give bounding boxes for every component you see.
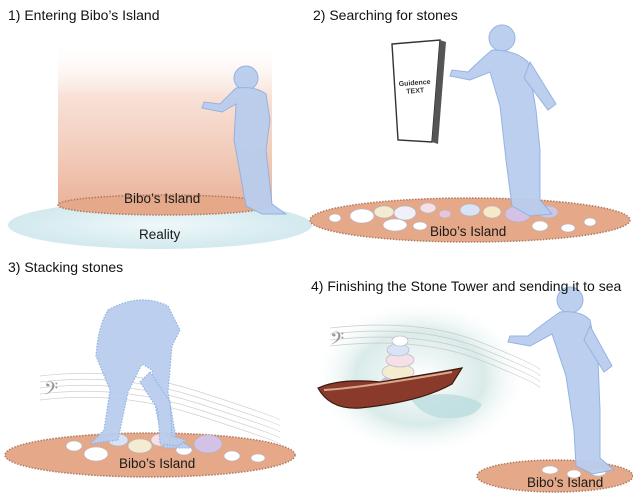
caption-panel-3: 3) Stacking stones: [8, 259, 124, 275]
svg-text:𝄢: 𝄢: [330, 329, 344, 354]
reality-label: Reality: [139, 227, 181, 242]
island-label-panel-2: Bibo’s Island: [430, 224, 507, 239]
caption-panel-2: 2) Searching for stones: [313, 7, 458, 23]
panel-4: 𝄢: [312, 286, 633, 493]
panel-3: 𝄢: [4, 299, 296, 478]
person-waving: [507, 286, 616, 475]
caption-panel-4: 4) Finishing the Stone Tower and sending…: [311, 278, 622, 294]
island-label-panel-3: Bibo’s Island: [119, 456, 196, 471]
music-staff: [329, 324, 541, 389]
panel-1: [8, 40, 312, 249]
person-standing: [201, 65, 288, 215]
sea-reflection: [410, 394, 482, 419]
svg-text:𝄢: 𝄢: [44, 379, 58, 404]
stones: [328, 202, 597, 233]
boat: [317, 367, 464, 409]
sign-text: Guidence TEXT: [395, 79, 434, 98]
island-label-panel-4: Bibo’s Island: [527, 475, 604, 490]
person-reaching: [449, 24, 557, 217]
reality-ground: [8, 201, 312, 249]
music-staff: [39, 372, 281, 445]
stones: [65, 433, 266, 463]
person-bending: [88, 299, 195, 449]
panel-2: [309, 24, 631, 243]
island-label-panel-1: Bibo’s Island: [124, 191, 201, 206]
caption-panel-1: 1) Entering Bibo’s Island: [8, 7, 160, 23]
